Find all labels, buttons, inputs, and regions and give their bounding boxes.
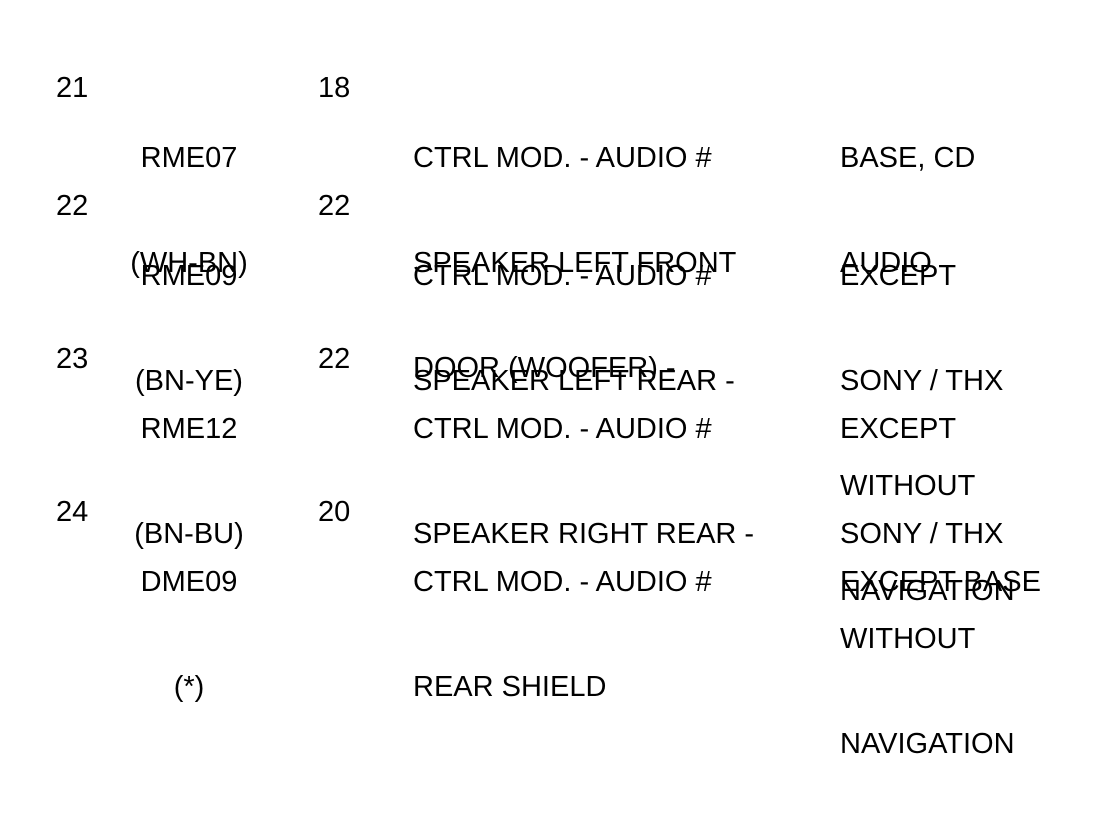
note-line: SONY / THX bbox=[840, 365, 1004, 397]
note-line: EXCEPT BASE bbox=[840, 566, 1041, 598]
circuit-id: RME12 bbox=[140, 413, 238, 445]
description-line: SPEAKER LEFT REAR - bbox=[413, 365, 735, 397]
description-line: CTRL MOD. - AUDIO # bbox=[413, 260, 712, 292]
circuit-id: DME09 bbox=[140, 566, 238, 598]
circuit-cell: DME09 (*) bbox=[120, 495, 258, 775]
description-line: SPEAKER LEFT FRONT bbox=[413, 247, 737, 279]
function-description: CTRL MOD. - AUDIO # REAR SHIELD bbox=[413, 495, 712, 775]
notes-cell: EXCEPT SONY / THX WITHOUT NAVIGATION bbox=[840, 189, 1015, 679]
circuit-cell: RME07 (WH-BN) bbox=[120, 71, 258, 351]
wire-gauge: 22 bbox=[318, 343, 351, 375]
wire-gauge: 20 bbox=[318, 496, 351, 528]
function-description: CTRL MOD. - AUDIO # SPEAKER LEFT REAR - bbox=[413, 189, 735, 469]
wire-color: (WH-BN) bbox=[130, 247, 248, 279]
wire-gauge: 22 bbox=[318, 190, 351, 222]
wire-color: (BN-YE) bbox=[135, 365, 243, 397]
note-line: NAVIGATION bbox=[840, 728, 1015, 760]
table-row: 24 DME09 (*) 20 CTRL MOD. - AUDIO # REAR… bbox=[0, 495, 1116, 703]
wire-color: (*) bbox=[173, 671, 205, 703]
notes-cell: BASE, CD AUDIO bbox=[840, 71, 975, 351]
wire-color: (BN-BU) bbox=[134, 518, 244, 550]
pin-number: 21 bbox=[56, 72, 89, 104]
description-line: CTRL MOD. - AUDIO # bbox=[413, 566, 712, 598]
note-line: WITHOUT bbox=[840, 470, 976, 502]
notes-cell: EXCEPT BASE bbox=[840, 495, 1041, 670]
pin-number: 23 bbox=[56, 343, 89, 375]
description-line: SPEAKER RIGHT REAR - bbox=[413, 518, 755, 550]
circuit-id: RME07 bbox=[140, 142, 238, 174]
note-line: BASE, CD bbox=[840, 142, 976, 174]
note-line: EXCEPT bbox=[840, 260, 957, 292]
note-line: NAVIGATION bbox=[840, 575, 1015, 607]
description-line: REAR SHIELD bbox=[413, 671, 607, 703]
pin-number: 22 bbox=[56, 190, 89, 222]
description-line: CTRL MOD. - AUDIO # bbox=[413, 142, 712, 174]
connector-pinout-table: 21 RME07 (WH-BN) 18 CTRL MOD. - AUDIO # … bbox=[0, 71, 1116, 760]
wire-gauge: 18 bbox=[318, 72, 351, 104]
table-row: 21 RME07 (WH-BN) 18 CTRL MOD. - AUDIO # … bbox=[0, 71, 1116, 384]
circuit-id: RME09 bbox=[140, 260, 238, 292]
pin-number: 24 bbox=[56, 496, 89, 528]
note-line: EXCEPT bbox=[840, 413, 957, 445]
circuit-cell: RME12 (BN-BU) bbox=[120, 342, 258, 622]
table-row: 22 RME09 (BN-YE) 22 CTRL MOD. - AUDIO # … bbox=[0, 189, 1116, 607]
function-description: CTRL MOD. - AUDIO # SPEAKER RIGHT REAR - bbox=[413, 342, 754, 622]
function-description: CTRL MOD. - AUDIO # SPEAKER LEFT FRONT D… bbox=[413, 71, 736, 456]
description-line: CTRL MOD. - AUDIO # bbox=[413, 413, 712, 445]
circuit-cell: RME09 (BN-YE) bbox=[120, 189, 258, 469]
note-line: AUDIO bbox=[840, 247, 932, 279]
note-line: SONY / THX bbox=[840, 518, 1004, 550]
table-row: 23 RME12 (BN-BU) 22 CTRL MOD. - AUDIO # … bbox=[0, 342, 1116, 760]
description-line: DOOR (WOOFER) - bbox=[413, 352, 676, 384]
